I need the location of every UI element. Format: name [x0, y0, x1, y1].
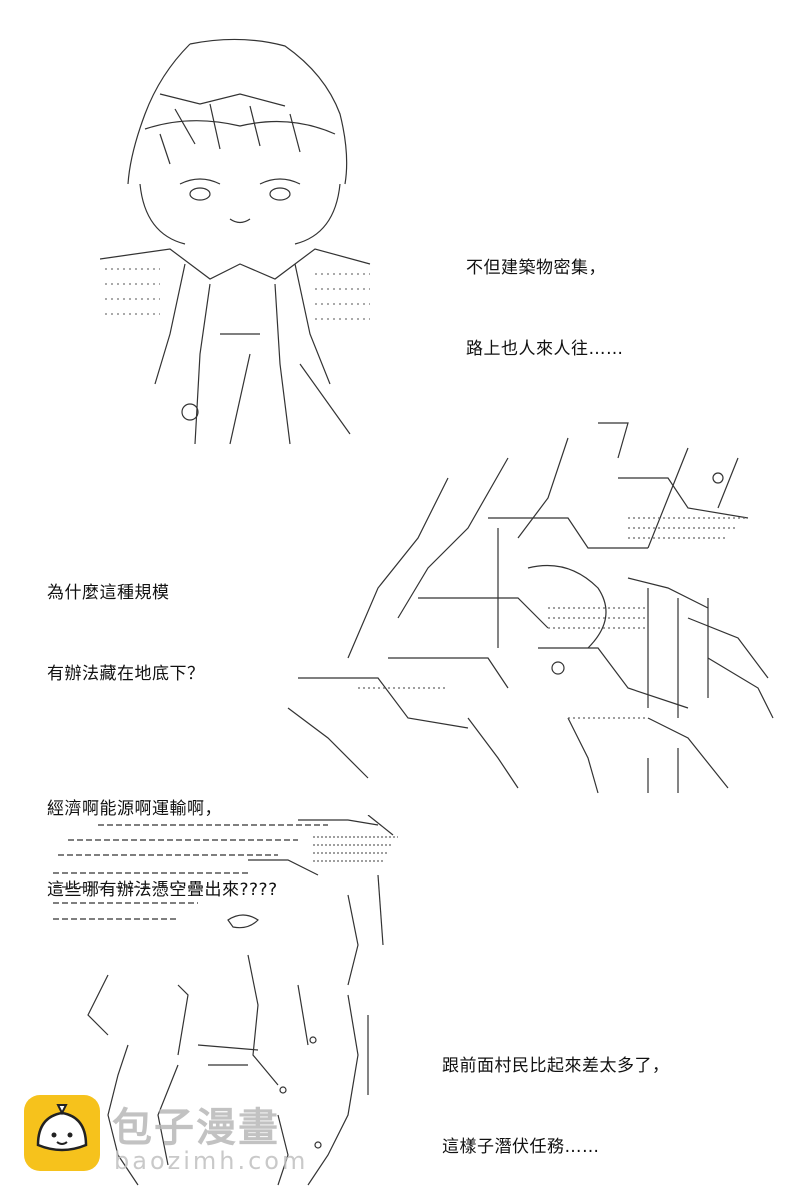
- site-watermark: 包子漫畫 baozimh.com: [24, 1093, 324, 1177]
- character-portrait-illustration: [100, 38, 371, 445]
- panel-3-caption: 跟前面村民比起來差太多了， 這樣子潛伏任務……: [442, 999, 670, 1200]
- panel-1-character-art: [100, 34, 380, 454]
- bun-face-icon: [36, 1104, 88, 1152]
- face-closeup-illustration: [53, 815, 398, 1186]
- underground-city-illustration: [287, 422, 774, 794]
- watermark-site-url: baozimh.com: [114, 1147, 309, 1175]
- panel-3-face-art: [48, 815, 408, 1190]
- caption-line: 路上也人來人往……: [466, 339, 624, 359]
- bun-mascot-icon: [24, 1095, 100, 1171]
- caption-line: 跟前面村民比起來差太多了，: [442, 1056, 670, 1076]
- caption-line: 這樣子潛伏任務……: [442, 1137, 600, 1157]
- caption-line: 經濟啊能源啊運輸啊，: [47, 799, 222, 819]
- panel-1-caption: 不但建築物密集， 路上也人來人往……: [466, 201, 624, 417]
- caption-line: 為什麼這種規模: [47, 583, 170, 603]
- watermark-site-name: 包子漫畫: [112, 1105, 280, 1151]
- caption-line: 不但建築物密集，: [466, 258, 606, 278]
- panel-2-city-art: [268, 418, 780, 798]
- caption-line: 這些哪有辦法憑空疊出來????: [47, 880, 278, 900]
- panel-2-caption: 為什麼這種規模 有辦法藏在地底下？ 經濟啊能源啊運輸啊， 這些哪有辦法憑空疊出來…: [47, 526, 278, 958]
- caption-line: 有辦法藏在地底下？: [47, 664, 205, 684]
